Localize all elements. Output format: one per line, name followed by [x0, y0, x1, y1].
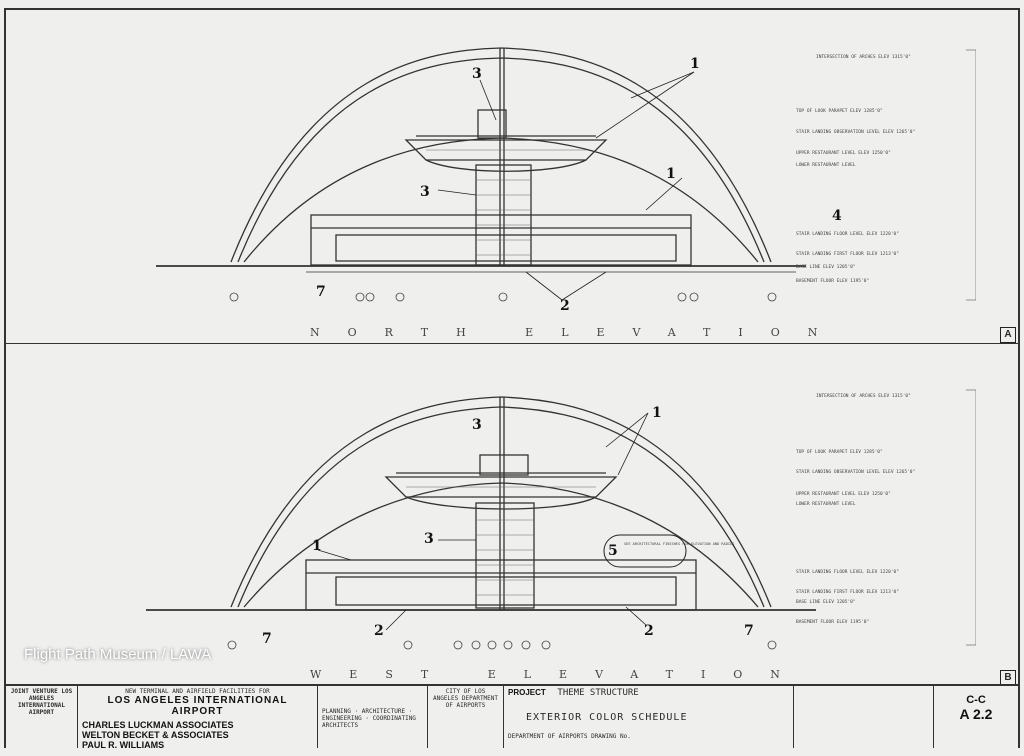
- title-block-project: PROJECT THEME STRUCTURE EXTERIOR COLOR S…: [504, 686, 794, 748]
- west-note-parapet: TOP OF LOOK PARAPET ELEV 1285'0": [796, 449, 883, 455]
- west-callout-3-top: 3: [472, 417, 482, 433]
- note-upper-restaurant: UPPER RESTAURANT LEVEL ELEV 1250'0": [796, 150, 891, 156]
- west-note-basement: BASEMENT FLOOR ELEV 1195'0": [796, 619, 869, 625]
- note-stair-landing: STAIR LANDING OBSERVATION LEVEL ELEV 126…: [796, 129, 915, 135]
- west-note-upper-restaurant: UPPER RESTAURANT LEVEL ELEV 1250'0": [796, 491, 891, 497]
- note-box-text: SEE ARCHITECTURAL FINISHES FOR ELEVATION…: [624, 542, 734, 546]
- title-block-joint-venture: JOINT VENTURE LOS ANGELES INTERNATIONAL …: [6, 686, 78, 748]
- west-callout-5: 5: [608, 543, 618, 559]
- note-base-line: BASE LINE ELEV 1205'0": [796, 264, 856, 270]
- panel-divider: [6, 343, 1018, 344]
- title-block-facilities: NEW TERMINAL AND AIRFIELD FACILITIES FOR…: [78, 686, 318, 750]
- title-block-city: CITY OF LOS ANGELES DEPARTMENT OF AIRPOR…: [428, 686, 504, 748]
- west-callout-7-left: 7: [262, 631, 272, 647]
- west-note-first-floor: STAIR LANDING FIRST FLOOR ELEV 1213'0": [796, 589, 899, 595]
- note-arch-top: INTERSECTION OF ARCHES ELEV 1315'0": [816, 54, 911, 60]
- sheet-mark-a: A: [1000, 327, 1016, 343]
- note-first-floor: STAIR LANDING FIRST FLOOR ELEV 1213'0": [796, 251, 899, 257]
- west-callout-7-right: 7: [744, 623, 754, 639]
- note-stair-floor: STAIR LANDING FLOOR LEVEL ELEV 1220'0": [796, 231, 899, 237]
- west-note-stair-landing: STAIR LANDING OBSERVATION LEVEL ELEV 126…: [796, 469, 915, 475]
- west-note-stair-floor: STAIR LANDING FLOOR LEVEL ELEV 1220'0": [796, 569, 899, 575]
- callout-3-top: 3: [472, 66, 482, 82]
- west-note-base-line: BASE LINE ELEV 1205'0": [796, 599, 856, 605]
- north-elevation-panel: 1 3 3 1 4 2 7 INTERSECTION OF ARCHES ELE…: [6, 10, 977, 340]
- firm-luckman: CHARLES LUCKMAN ASSOCIATES: [82, 720, 234, 730]
- note-basement: BASEMENT FLOOR ELEV 1195'0": [796, 278, 869, 284]
- sheet-number: A 2.2: [959, 706, 993, 722]
- firm-williams: PAUL R. WILLIAMS: [82, 740, 165, 750]
- north-elevation-drawing: 1 3 3 1 4 2 7 INTERSECTION OF ARCHES ELE…: [156, 47, 977, 314]
- callout-2: 2: [560, 298, 570, 314]
- west-elevation-label: WEST ELEVATION: [310, 668, 808, 681]
- west-callout-3-mid: 3: [424, 531, 434, 547]
- facilities-text: NEW TERMINAL AND AIRFIELD FACILITIES FOR: [125, 688, 270, 695]
- callout-7: 7: [316, 284, 326, 300]
- west-callout-1-left: 1: [312, 538, 322, 554]
- project-label: PROJECT: [508, 688, 546, 697]
- callout-1-top: 1: [690, 56, 700, 72]
- city-text: CITY OF LOS ANGELES DEPARTMENT OF AIRPOR…: [432, 688, 499, 709]
- west-note-arch-top: INTERSECTION OF ARCHES ELEV 1315'0": [816, 393, 911, 399]
- sheet-number-top: C-C: [966, 694, 986, 706]
- schedule-title: EXTERIOR COLOR SCHEDULE: [526, 712, 688, 723]
- title-block-blank: [794, 686, 934, 748]
- west-elevation-drawing: 1 3 3 1 5 SEE ARCHITECTURAL FINISHES FOR…: [146, 389, 977, 650]
- note-parapet: TOP OF LOOK PARAPET ELEV 1285'0": [796, 108, 883, 114]
- firm-roles-text: PLANNING · ARCHITECTURE · ENGINEERING · …: [322, 708, 416, 729]
- callout-1-mid: 1: [666, 166, 676, 182]
- callout-4: 4: [832, 208, 842, 224]
- department-text: DEPARTMENT OF AIRPORTS DRAWING No.: [508, 733, 631, 740]
- firm-becket: WELTON BECKET & ASSOCIATES: [82, 730, 229, 740]
- title-block-sheet-number: C-C A 2.2: [934, 686, 1018, 748]
- west-callout-2-left: 2: [374, 623, 384, 639]
- joint-venture-text: JOINT VENTURE LOS ANGELES INTERNATIONAL …: [10, 688, 73, 716]
- west-callout-1-top: 1: [652, 405, 662, 421]
- callout-3-mid: 3: [420, 184, 430, 200]
- title-block-roles: PLANNING · ARCHITECTURE · ENGINEERING · …: [318, 686, 428, 748]
- project-name: THEME STRUCTURE: [557, 688, 639, 698]
- note-lower-restaurant: LOWER RESTAURANT LEVEL: [796, 162, 856, 168]
- airport-name: LOS ANGELES INTERNATIONAL AIRPORT: [107, 695, 288, 717]
- west-callout-2-right: 2: [644, 623, 654, 639]
- west-note-lower-restaurant: LOWER RESTAURANT LEVEL: [796, 501, 856, 507]
- north-elevation-label: NORTH ELEVATION: [310, 326, 846, 339]
- watermark: Flight Path Museum / LAWA: [24, 646, 212, 663]
- title-block: JOINT VENTURE LOS ANGELES INTERNATIONAL …: [6, 684, 1018, 750]
- west-elevation-panel: 1 3 3 1 5 SEE ARCHITECTURAL FINISHES FOR…: [6, 345, 977, 670]
